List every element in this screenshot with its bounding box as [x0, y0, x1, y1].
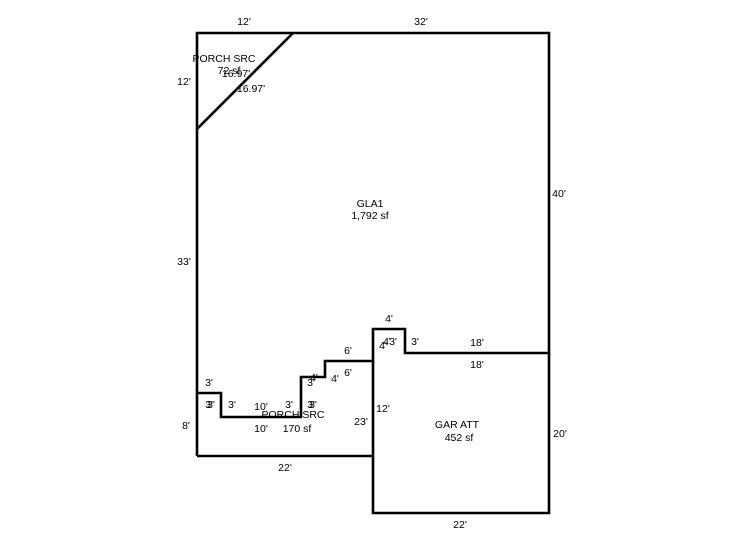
dim-label: 4': [331, 373, 339, 385]
garage-outline: [371, 353, 551, 515]
gar-area: 452 sf: [445, 432, 474, 444]
dim-label: 32': [414, 16, 428, 28]
porch-bottom-name: PORCH SRC: [261, 409, 324, 421]
dim-label: 4': [379, 340, 387, 352]
dim-label: 6': [344, 367, 352, 379]
porch-top-area: 72 sf: [218, 65, 241, 77]
dim-label: 12': [376, 403, 390, 415]
dim-label: 40': [552, 188, 566, 200]
dim-label: 3': [307, 399, 315, 411]
dim-label: 20': [553, 428, 567, 440]
dim-label: 10': [254, 401, 268, 413]
dim-label: 4': [310, 372, 318, 384]
gla-name: GLA1: [357, 198, 384, 210]
gla-area: 1,792 sf: [351, 210, 388, 222]
dim-label: 3': [207, 399, 215, 411]
dim-label: 3': [205, 377, 213, 389]
gla-outline: [195, 31, 551, 456]
dim-label: 16.97': [237, 83, 265, 95]
dim-label: 3': [307, 377, 315, 389]
dim-label: 23': [354, 416, 368, 428]
dim-label: 18': [470, 337, 484, 349]
dim-label: 3': [285, 399, 293, 411]
dim-label: 10': [254, 423, 268, 435]
dim-label: 3': [389, 336, 397, 348]
dim-label: 3': [411, 336, 419, 348]
dim-label: 16.97': [222, 68, 250, 80]
dim-label: 6': [344, 345, 352, 357]
dim-label: 3': [309, 399, 317, 411]
dim-label: 33': [177, 256, 191, 268]
dim-label: 12': [177, 76, 191, 88]
porch-top-name: PORCH SRC: [192, 53, 255, 65]
porch-diagonal: [196, 32, 294, 130]
dim-label: 12': [237, 16, 251, 28]
dim-label: 3': [205, 399, 213, 411]
dim-label: 3': [228, 399, 236, 411]
gar-name: GAR ATT: [435, 419, 480, 431]
dim-label: 4': [383, 336, 391, 348]
dim-label: 22': [453, 519, 467, 531]
porch-bottom-area: 170 sf: [283, 423, 312, 435]
dim-label: 18': [470, 359, 484, 371]
dim-label: 8': [182, 420, 190, 432]
dim-label: 4': [385, 313, 393, 325]
dim-label: 22': [278, 462, 292, 474]
